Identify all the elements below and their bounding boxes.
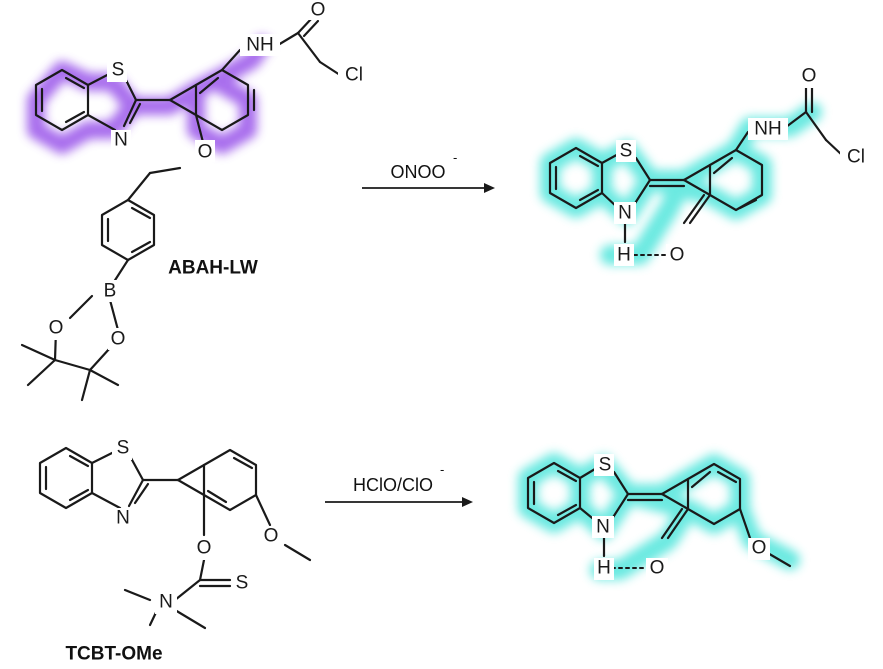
atom-n-dimethyl-bottom: N <box>159 592 173 613</box>
atom-s-thione-bottom: S <box>236 573 249 594</box>
benzo-ring-bottom <box>38 446 94 510</box>
compound-label-tcbt-ome: TCBT-OMe <box>65 644 162 665</box>
compound-label-abah-lw: ABAH-LW <box>168 258 258 279</box>
top-product-structure: S N H O NH O Cl <box>540 66 870 266</box>
atom-n-product-top: N <box>618 203 632 224</box>
atom-cl: Cl <box>345 65 363 86</box>
atom-o-ether: O <box>198 142 213 163</box>
atom-o-product-bottom: O <box>650 558 665 579</box>
atom-b: B <box>104 281 117 302</box>
atom-s-product-bottom: S <box>599 455 612 476</box>
reagent-onoo-charge: - <box>453 150 457 165</box>
reaction-arrow-top: ONOO - <box>362 150 495 193</box>
phenyl-ring-bottom <box>202 448 258 512</box>
tcbt-ome-structure: S N O O S N <box>38 438 312 630</box>
atom-h-product-bottom: H <box>597 558 611 579</box>
atom-o-product-top: O <box>670 245 685 266</box>
atom-o-methoxy-product-bottom: O <box>752 538 767 559</box>
atom-h-product-top: H <box>617 245 631 266</box>
fluorophore-glow <box>27 36 271 154</box>
atom-o-carbonyl: O <box>311 0 326 21</box>
atom-o-boronate-1: O <box>49 318 64 339</box>
atom-o-boronate-2: O <box>111 329 126 350</box>
atom-s-bottom: S <box>117 438 130 459</box>
reagent-hclo-charge: - <box>440 462 444 477</box>
atom-n-product-bottom: N <box>596 517 610 538</box>
abah-lw-structure: S N NH O Cl O B O O <box>20 0 368 402</box>
atom-n-bottom: N <box>116 508 130 529</box>
benzyl-ring <box>100 198 156 262</box>
reagent-onoo: ONOO <box>390 162 445 182</box>
atom-nh: NH <box>246 35 273 56</box>
atom-s: S <box>112 60 125 81</box>
atom-s-product-top: S <box>620 141 633 162</box>
atom-nh-product-top: NH <box>754 119 781 140</box>
atom-o-carbonyl-product-top: O <box>802 66 817 87</box>
atom-o-thioester-bottom: O <box>197 538 212 559</box>
reaction-arrow-bottom: HClO/ClO - <box>325 462 473 507</box>
atom-cl-product-top: Cl <box>847 147 865 168</box>
bottom-product-structure: S N H O O <box>518 453 800 580</box>
reagent-hclo: HClO/ClO <box>353 475 433 495</box>
atom-n: N <box>114 130 128 151</box>
atom-o-methoxy-bottom: O <box>264 526 279 547</box>
